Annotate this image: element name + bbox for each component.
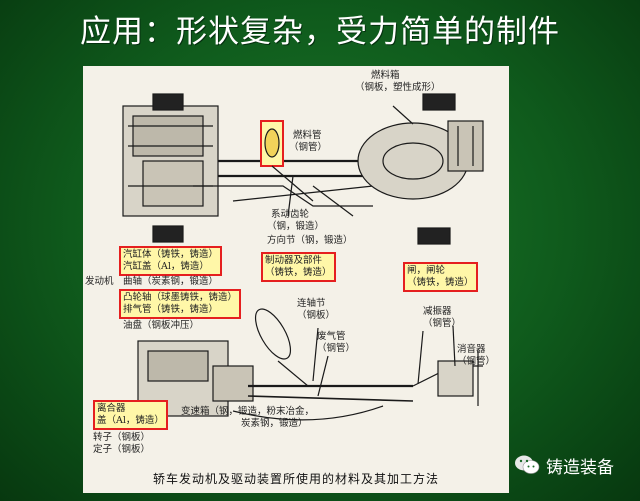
label-stator: 定子（钢板） [93,444,151,455]
label-starter-gear: 系动齿轮 [271,209,310,220]
box-cylinder-block-line-2: 汽缸盖（Al，铸造） [123,261,209,272]
box-clutch-line-2: 盖（Al，铸造） [97,415,164,426]
box-camshaft-line-2: 排气管（铸铁，铸造） [123,304,219,315]
box-cylinder-block-line-1: 汽缸体（铸铁，铸造） [123,249,219,260]
label-crankshaft: 曲轴（炭素钢，锻造） [123,276,219,287]
chassis-drawing [122,93,484,421]
label-shock-absorber: 减振器 [423,306,452,317]
label-oil-pan: 油盘（钢板冲压） [123,320,200,331]
label-connecting-joint: 连轴节 [297,298,326,309]
wechat-icon [515,455,540,474]
box-brake: 制动器及部件 （铸铁，铸造） [261,252,336,282]
label-muffler-material: （钢管） [457,356,496,367]
label-shock-absorber-material: （钢管） [423,318,462,329]
box-wheel-line-1: 闸，闸轮 [407,265,446,276]
label-fuel-pipe: 燃料管 [293,130,322,141]
label-gearbox-material: 炭素钢，锻造） [241,418,308,429]
box-wheel-line-2: （铸铁，铸造） [407,277,474,288]
label-fuel-tank-material: （钢板，塑性成形） [355,82,441,93]
figure-panel: 燃料箱 （钢板，塑性成形） 燃料管 （钢管） 系动齿轮 （钢，锻造） 方向节（钢… [83,66,509,493]
brand-text: 铸造装备 [546,457,614,478]
label-exhaust-pipe-material: （钢管） [317,343,356,354]
figure-caption: 轿车发动机及驱动装置所使用的材料及其加工方法 [152,472,439,486]
page-title: 应用：形状复杂，受力简单的制件 [80,14,560,50]
label-fuel-tank: 燃料箱 [371,70,400,81]
box-cylinder-block: 汽缸体（铸铁，铸造） 汽缸盖（Al，铸造） [119,246,223,276]
label-gearbox: 变速箱（钢，锻造，粉末冶金， [181,406,315,417]
label-connecting-joint-material: （钢板） [297,310,336,321]
box-brake-line-1: 制动器及部件 [265,255,323,266]
label-steering-joint: 方向节（钢，锻造） [267,235,353,246]
box-wheel: 闸，闸轮 （铸铁，铸造） [403,262,478,292]
label-muffler: 消音器 [457,344,486,355]
box-brake-line-2: （铸铁，铸造） [265,267,332,278]
label-rotor: 转子（钢板） [93,432,151,443]
label-exhaust-pipe: 废气管 [317,331,346,342]
box-camshaft: 凸轮轴（球墨铸铁，铸造） 排气管（铸铁，铸造） [119,289,242,319]
box-camshaft-line-1: 凸轮轴（球墨铸铁，铸造） [123,292,238,303]
brand-watermark: 铸造装备 [514,450,614,480]
label-fuel-pipe-material: （钢管） [289,142,328,153]
label-starter-gear-material: （钢，锻造） [267,221,325,232]
box-clutch: 离合器 盖（Al，铸造） [93,400,168,430]
box-clutch-line-1: 离合器 [97,403,126,414]
label-engine: 发动机 [85,276,114,287]
